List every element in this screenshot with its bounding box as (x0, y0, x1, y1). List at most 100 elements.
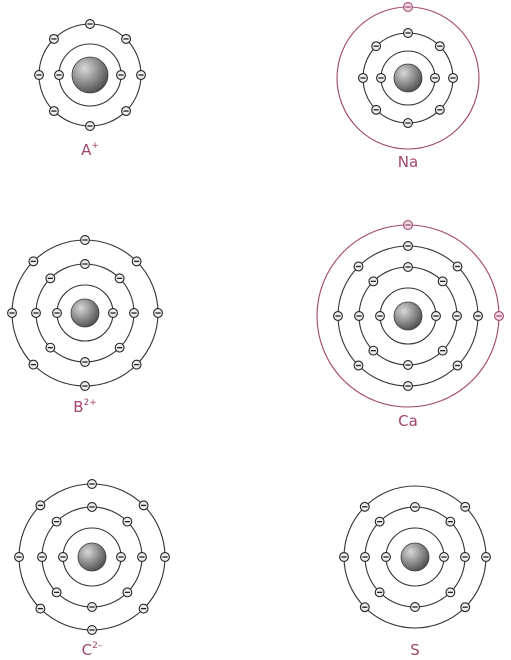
electron (334, 312, 343, 321)
electron (404, 119, 413, 128)
electron (474, 312, 483, 321)
electron (130, 309, 139, 318)
electron (404, 242, 413, 251)
electron (86, 122, 95, 131)
electron (50, 107, 59, 116)
electron (29, 360, 38, 369)
atom-diagram-s: S (340, 486, 491, 659)
electron (449, 74, 458, 83)
electron (377, 74, 386, 83)
electron (446, 588, 455, 597)
nucleus (78, 543, 106, 571)
atom-diagram-na: Na (337, 3, 479, 171)
electron (446, 517, 455, 526)
electron (154, 309, 163, 318)
electron (117, 71, 126, 80)
electron (88, 480, 97, 489)
electron (435, 42, 444, 51)
atom-label: Ca (398, 412, 418, 430)
electron (404, 29, 413, 38)
electron (122, 35, 131, 44)
electron (55, 71, 64, 80)
atom-symbol: C (82, 641, 92, 659)
atom-diagram-b-2plus: B2+ (8, 236, 163, 416)
electron (404, 221, 413, 230)
electron (404, 382, 413, 391)
electron (461, 502, 470, 511)
atom-label: C2– (82, 641, 103, 659)
electron (411, 503, 420, 512)
atom-diagram-c-2minus: C2– (15, 480, 170, 659)
electron (86, 20, 95, 29)
electron (115, 274, 124, 283)
electron (137, 71, 146, 80)
electron (139, 604, 148, 613)
nucleus (394, 64, 422, 92)
electron (461, 603, 470, 612)
electron (482, 553, 491, 562)
electron (81, 260, 90, 269)
electron (52, 588, 61, 597)
atom-label: A+ (81, 141, 99, 159)
electron (88, 603, 97, 612)
electron (123, 588, 132, 597)
nucleus (394, 302, 422, 330)
electron (36, 604, 45, 613)
ion-charge: + (91, 141, 99, 151)
electron (453, 312, 462, 321)
electron (122, 107, 131, 116)
electron (354, 361, 363, 370)
electron (81, 382, 90, 391)
electron (369, 346, 378, 355)
electron (138, 553, 147, 562)
electron (431, 74, 440, 83)
electron (375, 588, 384, 597)
atom-label: S (410, 641, 420, 659)
electron (382, 553, 391, 562)
electron (81, 358, 90, 367)
electron (404, 263, 413, 272)
electron (372, 42, 381, 51)
atom-symbol: Ca (398, 412, 418, 430)
electron (361, 553, 370, 562)
electron (369, 277, 378, 286)
electron (354, 262, 363, 271)
electron (161, 553, 170, 562)
electron (46, 274, 55, 283)
atom-label: Na (398, 153, 418, 171)
electron (359, 74, 368, 83)
atom-diagram-a-plus: A+ (35, 20, 146, 159)
atom-label: B2+ (73, 398, 97, 416)
electron (52, 517, 61, 526)
nucleus (72, 57, 108, 93)
electron (35, 71, 44, 80)
electron (38, 553, 47, 562)
electron (123, 517, 132, 526)
electron (46, 343, 55, 352)
electron (404, 361, 413, 370)
electron (15, 553, 24, 562)
electron (59, 553, 68, 562)
electron (411, 603, 420, 612)
atom-symbol: B (73, 398, 83, 416)
electron (372, 105, 381, 114)
atom-symbol: S (410, 641, 420, 659)
electron (360, 502, 369, 511)
ion-charge: 2+ (84, 398, 97, 408)
electron (139, 501, 148, 510)
electron (461, 553, 470, 562)
electron (50, 35, 59, 44)
electron (376, 312, 385, 321)
electron (115, 343, 124, 352)
electron (132, 257, 141, 266)
electron (29, 257, 38, 266)
electron (32, 309, 41, 318)
electron (375, 517, 384, 526)
nucleus (401, 543, 429, 571)
electron (8, 309, 17, 318)
electron (132, 360, 141, 369)
nucleus (71, 299, 99, 327)
electron (404, 3, 413, 12)
electron (432, 312, 441, 321)
